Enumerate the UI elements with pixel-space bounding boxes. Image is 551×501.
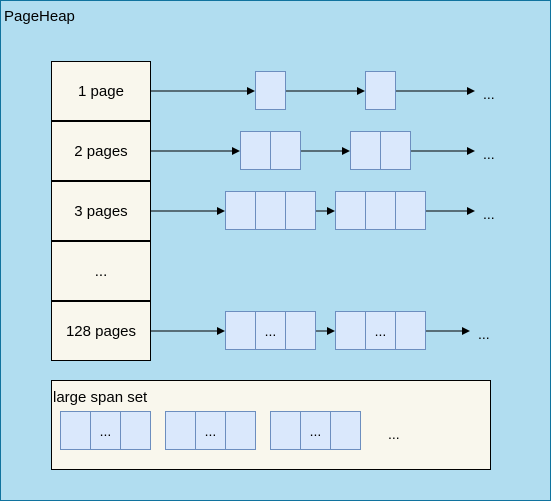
span-cell (285, 191, 316, 230)
large-span-cell-ellipsis: ... (90, 411, 121, 450)
row-128-pages: 128 pages (51, 301, 151, 361)
row-1-page: 1 page (51, 61, 151, 121)
span-cell (240, 131, 271, 170)
span-cell-ellipsis: ... (255, 311, 286, 350)
large-span-set-label: large span set (53, 389, 148, 406)
large-span-cell (165, 411, 196, 450)
span-cell (335, 311, 366, 350)
large-span-cell (225, 411, 256, 450)
row-3-pages: 3 pages (51, 181, 151, 241)
large-span-cell (270, 411, 301, 450)
span-cell (395, 311, 426, 350)
span-cell (255, 71, 286, 110)
pageheap-title: PageHeap (4, 8, 75, 25)
row-2-pages: 2 pages (51, 121, 151, 181)
trailing-ellipsis: ... (483, 206, 495, 222)
row-ellipsis: ... (51, 241, 151, 301)
trailing-ellipsis: ... (478, 326, 490, 342)
span-cell-ellipsis: ... (365, 311, 396, 350)
span-cell (225, 311, 256, 350)
large-span-cell (330, 411, 361, 450)
large-span-cell (120, 411, 151, 450)
span-cell (255, 191, 286, 230)
trailing-ellipsis: ... (483, 86, 495, 102)
trailing-ellipsis: ... (483, 146, 495, 162)
large-span-trailing-ellipsis: ... (388, 426, 400, 442)
span-cell (395, 191, 426, 230)
span-cell (365, 71, 396, 110)
span-cell (285, 311, 316, 350)
large-span-cell (60, 411, 91, 450)
span-cell (380, 131, 411, 170)
span-cell (270, 131, 301, 170)
span-cell (335, 191, 366, 230)
